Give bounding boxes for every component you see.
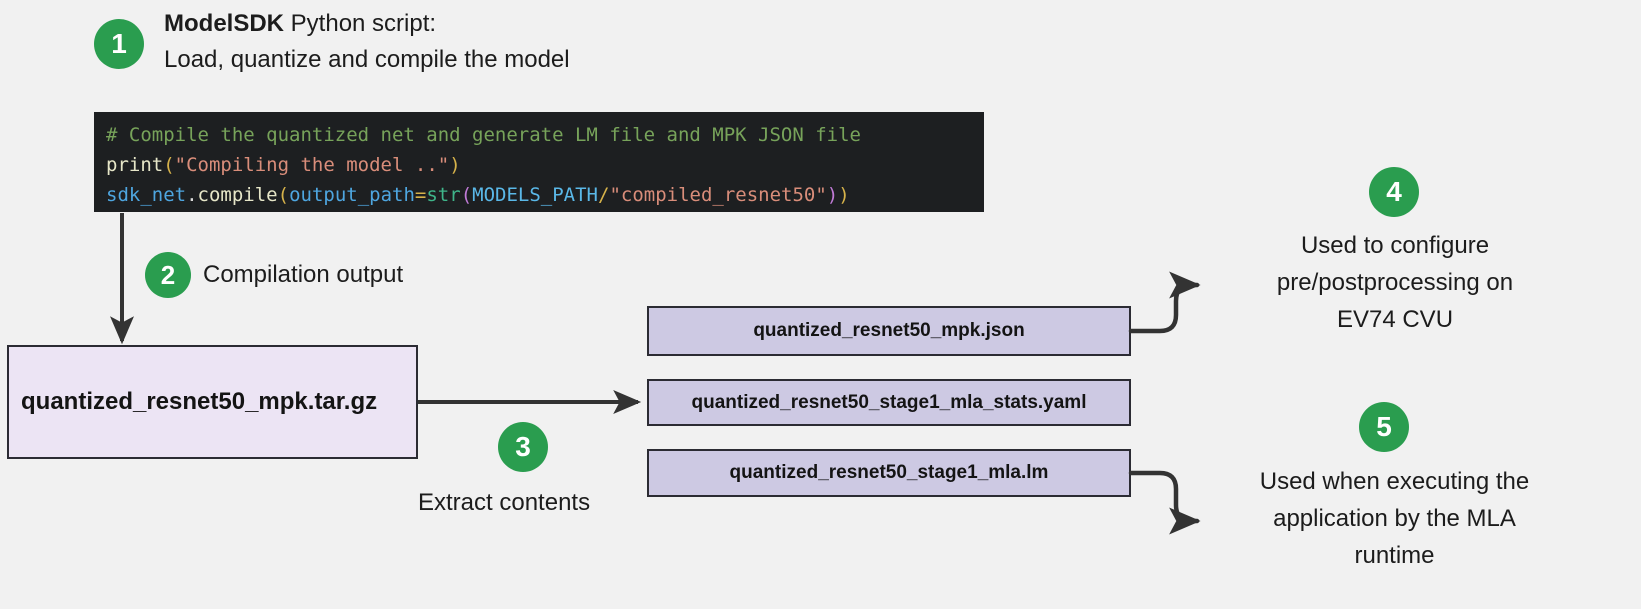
arrow-json-to-step4 [1128, 271, 1201, 334]
step-badge-1: 1 [94, 19, 144, 69]
file-box-mpk-json: quantized_resnet50_mpk.json [647, 306, 1131, 356]
code-comment-line: # Compile the quantized net and generate… [106, 124, 861, 146]
step-1-title-strong: ModelSDK [164, 10, 284, 37]
compilation-output-label: Compilation output [203, 261, 404, 288]
step-badge-4-number: 4 [1386, 176, 1402, 207]
file-box-mpk-json-label: quantized_resnet50_mpk.json [753, 320, 1025, 341]
step-badge-3: 3 [498, 422, 548, 472]
code-equals-operator: = [414, 184, 427, 206]
step-badge-3-number: 3 [515, 431, 531, 462]
extract-contents-label: Extract contents [418, 489, 591, 516]
step-badge-4: 4 [1369, 167, 1419, 217]
step-1-heading: ModelSDK Python script: Load, quantize a… [164, 6, 570, 78]
step-1-title-line: ModelSDK Python script: [164, 6, 570, 42]
code-print-open-paren: ( [163, 154, 175, 176]
code-compile-close-paren: ) [838, 184, 850, 206]
code-print-close-paren: ) [449, 154, 461, 176]
step-badge-2-number: 2 [160, 260, 176, 290]
archive-box-label: quantized_resnet50_mpk.tar.gz [21, 388, 378, 415]
step-5-line-2: application by the MLA [1273, 505, 1516, 532]
code-str-open-paren: ( [460, 184, 473, 206]
step-5-description: Used when executing the application by t… [1222, 463, 1567, 574]
code-output-path-kwarg: output_path [289, 184, 415, 206]
file-box-mla-lm: quantized_resnet50_stage1_mla.lm [647, 449, 1131, 497]
code-dot: . [186, 184, 198, 206]
code-path-slash: / [597, 184, 610, 206]
python-code-block: # Compile the quantized net and generate… [94, 112, 984, 212]
code-print-fn: print [106, 154, 164, 176]
code-str-fn: str [426, 184, 461, 206]
arrow-lm-to-step5 [1128, 470, 1201, 535]
file-box-mla-lm-label: quantized_resnet50_stage1_mla.lm [729, 462, 1049, 483]
step-4-line-2: pre/postprocessing on [1276, 269, 1514, 296]
code-compiled-resnet50-string: "compiled_resnet50" [609, 184, 827, 206]
step-5-line-1: Used when executing the [1259, 468, 1530, 495]
step-4-line-3: EV74 CVU [1336, 306, 1454, 333]
file-box-mla-stats-yaml-label: quantized_resnet50_stage1_mla_stats.yaml [691, 391, 1087, 413]
step-badge-5-number: 5 [1376, 411, 1392, 442]
archive-box-targz: quantized_resnet50_mpk.tar.gz [7, 345, 418, 459]
step-badge-2: 2 [145, 252, 191, 298]
step-4-line-1: Used to configure [1300, 232, 1490, 259]
step-1-subtitle: Load, quantize and compile the model [164, 46, 570, 73]
code-print-string: "Compiling the model .." [174, 154, 450, 176]
code-compile-open-paren: ( [277, 184, 290, 206]
code-compile-method: compile [197, 184, 278, 206]
file-box-mla-stats-yaml: quantized_resnet50_stage1_mla_stats.yaml [647, 379, 1131, 426]
step-1-title-rest: Python script: [284, 10, 437, 37]
code-sdknet-object: sdk_net [106, 184, 187, 206]
code-str-close-paren: ) [826, 184, 839, 206]
step-badge-5: 5 [1359, 402, 1409, 452]
step-badge-1-number: 1 [111, 28, 127, 59]
step-5-line-3: runtime [1354, 542, 1435, 569]
step-4-description: Used to configure pre/postprocessing on … [1236, 227, 1554, 338]
code-models-path-const: MODELS_PATH [472, 184, 598, 206]
